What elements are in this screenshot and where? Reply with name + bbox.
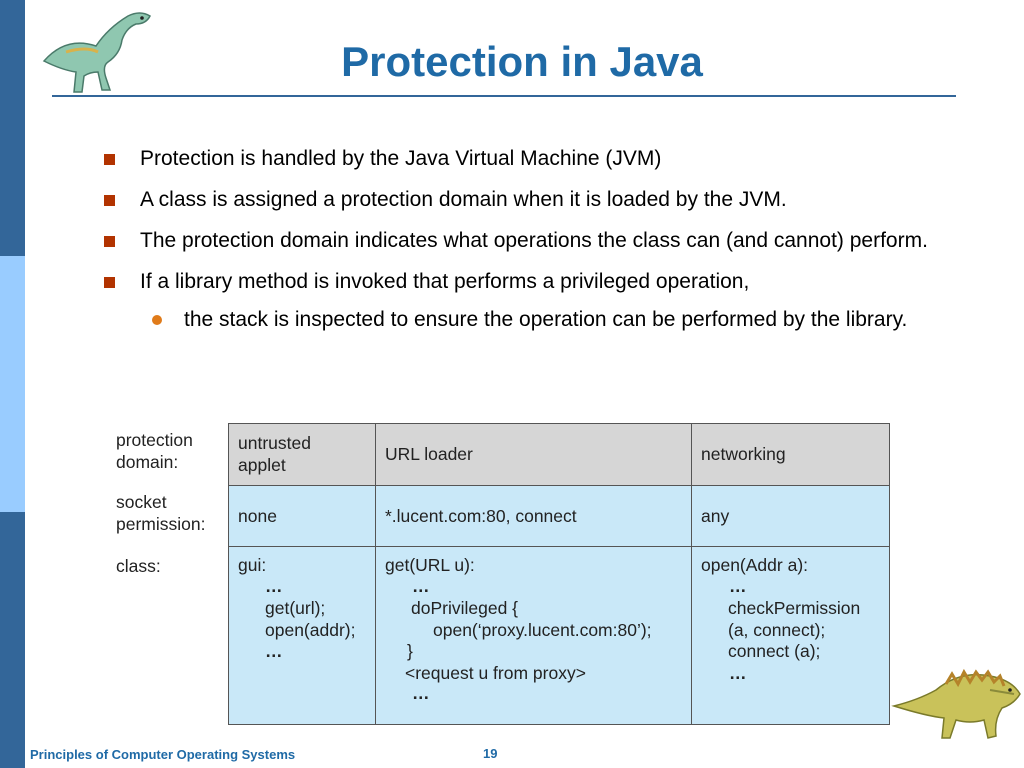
square-bullet-icon: [104, 154, 115, 165]
domain-table: untrusted applet URL loader networking n…: [228, 423, 890, 725]
row-label-class: class:: [116, 556, 161, 576]
sub-bullet-text: the stack is inspected to ensure the ope…: [184, 308, 908, 331]
class-code-line: connect (a);: [728, 641, 821, 661]
bullet-text: If a library method is invoked that perf…: [140, 270, 750, 293]
class-code-line: get(URL u):: [385, 555, 475, 575]
bullet-item: The protection domain indicates what ope…: [100, 226, 960, 256]
class-row: [229, 547, 889, 724]
domain-cell-applet: untrusted applet: [238, 432, 311, 476]
class-code-line: open(‘proxy.lucent.com:80’);: [433, 620, 652, 640]
class-code-line: checkPermission: [728, 598, 861, 618]
class-code-line: gui:: [238, 555, 267, 575]
dinosaur-corner-icon: [891, 668, 1021, 739]
class-code-line: open(Addr a):: [701, 555, 809, 575]
bullet-text: The protection domain indicates what ope…: [140, 229, 928, 252]
left-stripe-middle: [0, 256, 25, 512]
bullet-item: Protection is handled by the Java Virtua…: [100, 144, 960, 174]
permission-row: [229, 486, 889, 547]
domain-cell-url-loader: URL loader: [385, 444, 473, 464]
square-bullet-icon: [104, 195, 115, 206]
page-number: 19: [483, 746, 498, 761]
column-divider: [375, 424, 376, 724]
column-divider: [691, 424, 692, 724]
row-label-socket-permission: socket permission:: [116, 491, 226, 535]
permission-cell: none: [238, 506, 277, 526]
cell-line: untrusted: [238, 433, 311, 453]
permission-cell: any: [701, 506, 730, 526]
bullet-list: Protection is handled by the Java Virtua…: [100, 144, 960, 335]
left-stripe-bottom: [0, 512, 25, 768]
round-bullet-icon: [152, 315, 162, 325]
bullet-item: If a library method is invoked that perf…: [100, 267, 960, 297]
title-divider: [52, 95, 956, 97]
square-bullet-icon: [104, 277, 115, 288]
row-label-protection-domain: protection domain:: [116, 429, 226, 473]
left-stripe-top: [0, 0, 25, 256]
class-code-line: open(addr);: [265, 620, 356, 640]
bullet-item: A class is assigned a protection domain …: [100, 185, 960, 215]
dinosaur-logo-icon: [42, 12, 151, 93]
class-code-ellipsis: …: [412, 683, 432, 703]
class-code-line: }: [407, 641, 413, 661]
class-code-ellipsis: …: [729, 663, 749, 683]
row-label-line: permission:: [116, 514, 206, 534]
row-label-line: domain:: [116, 452, 179, 472]
permission-cell: *.lucent.com:80, connect: [385, 506, 577, 526]
class-code-line: (a, connect);: [728, 620, 826, 640]
class-code-ellipsis: …: [412, 576, 432, 596]
row-label-line: protection: [116, 430, 193, 450]
class-code-line: get(url);: [265, 598, 326, 618]
footer-course-title: Principles of Computer Operating Systems: [30, 747, 296, 762]
row-label-line: socket: [116, 492, 167, 512]
bullet-text: A class is assigned a protection domain …: [140, 188, 787, 211]
class-code-ellipsis: …: [265, 641, 285, 661]
class-code-ellipsis: …: [729, 576, 749, 596]
cell-line: applet: [238, 455, 286, 475]
square-bullet-icon: [104, 236, 115, 247]
class-code-line: <request u from proxy>: [405, 663, 586, 683]
protection-domain-figure: protection domain: socket permission: cl…: [116, 423, 890, 725]
class-code-ellipsis: …: [265, 576, 285, 596]
domain-cell-networking: networking: [701, 444, 786, 464]
class-code-line: doPrivileged {: [411, 598, 519, 618]
slide-title: Protection in Java: [341, 38, 703, 85]
sub-bullet-item: the stack is inspected to ensure the ope…: [100, 305, 960, 335]
bullet-text: Protection is handled by the Java Virtua…: [140, 147, 662, 170]
domain-row: [229, 424, 889, 486]
